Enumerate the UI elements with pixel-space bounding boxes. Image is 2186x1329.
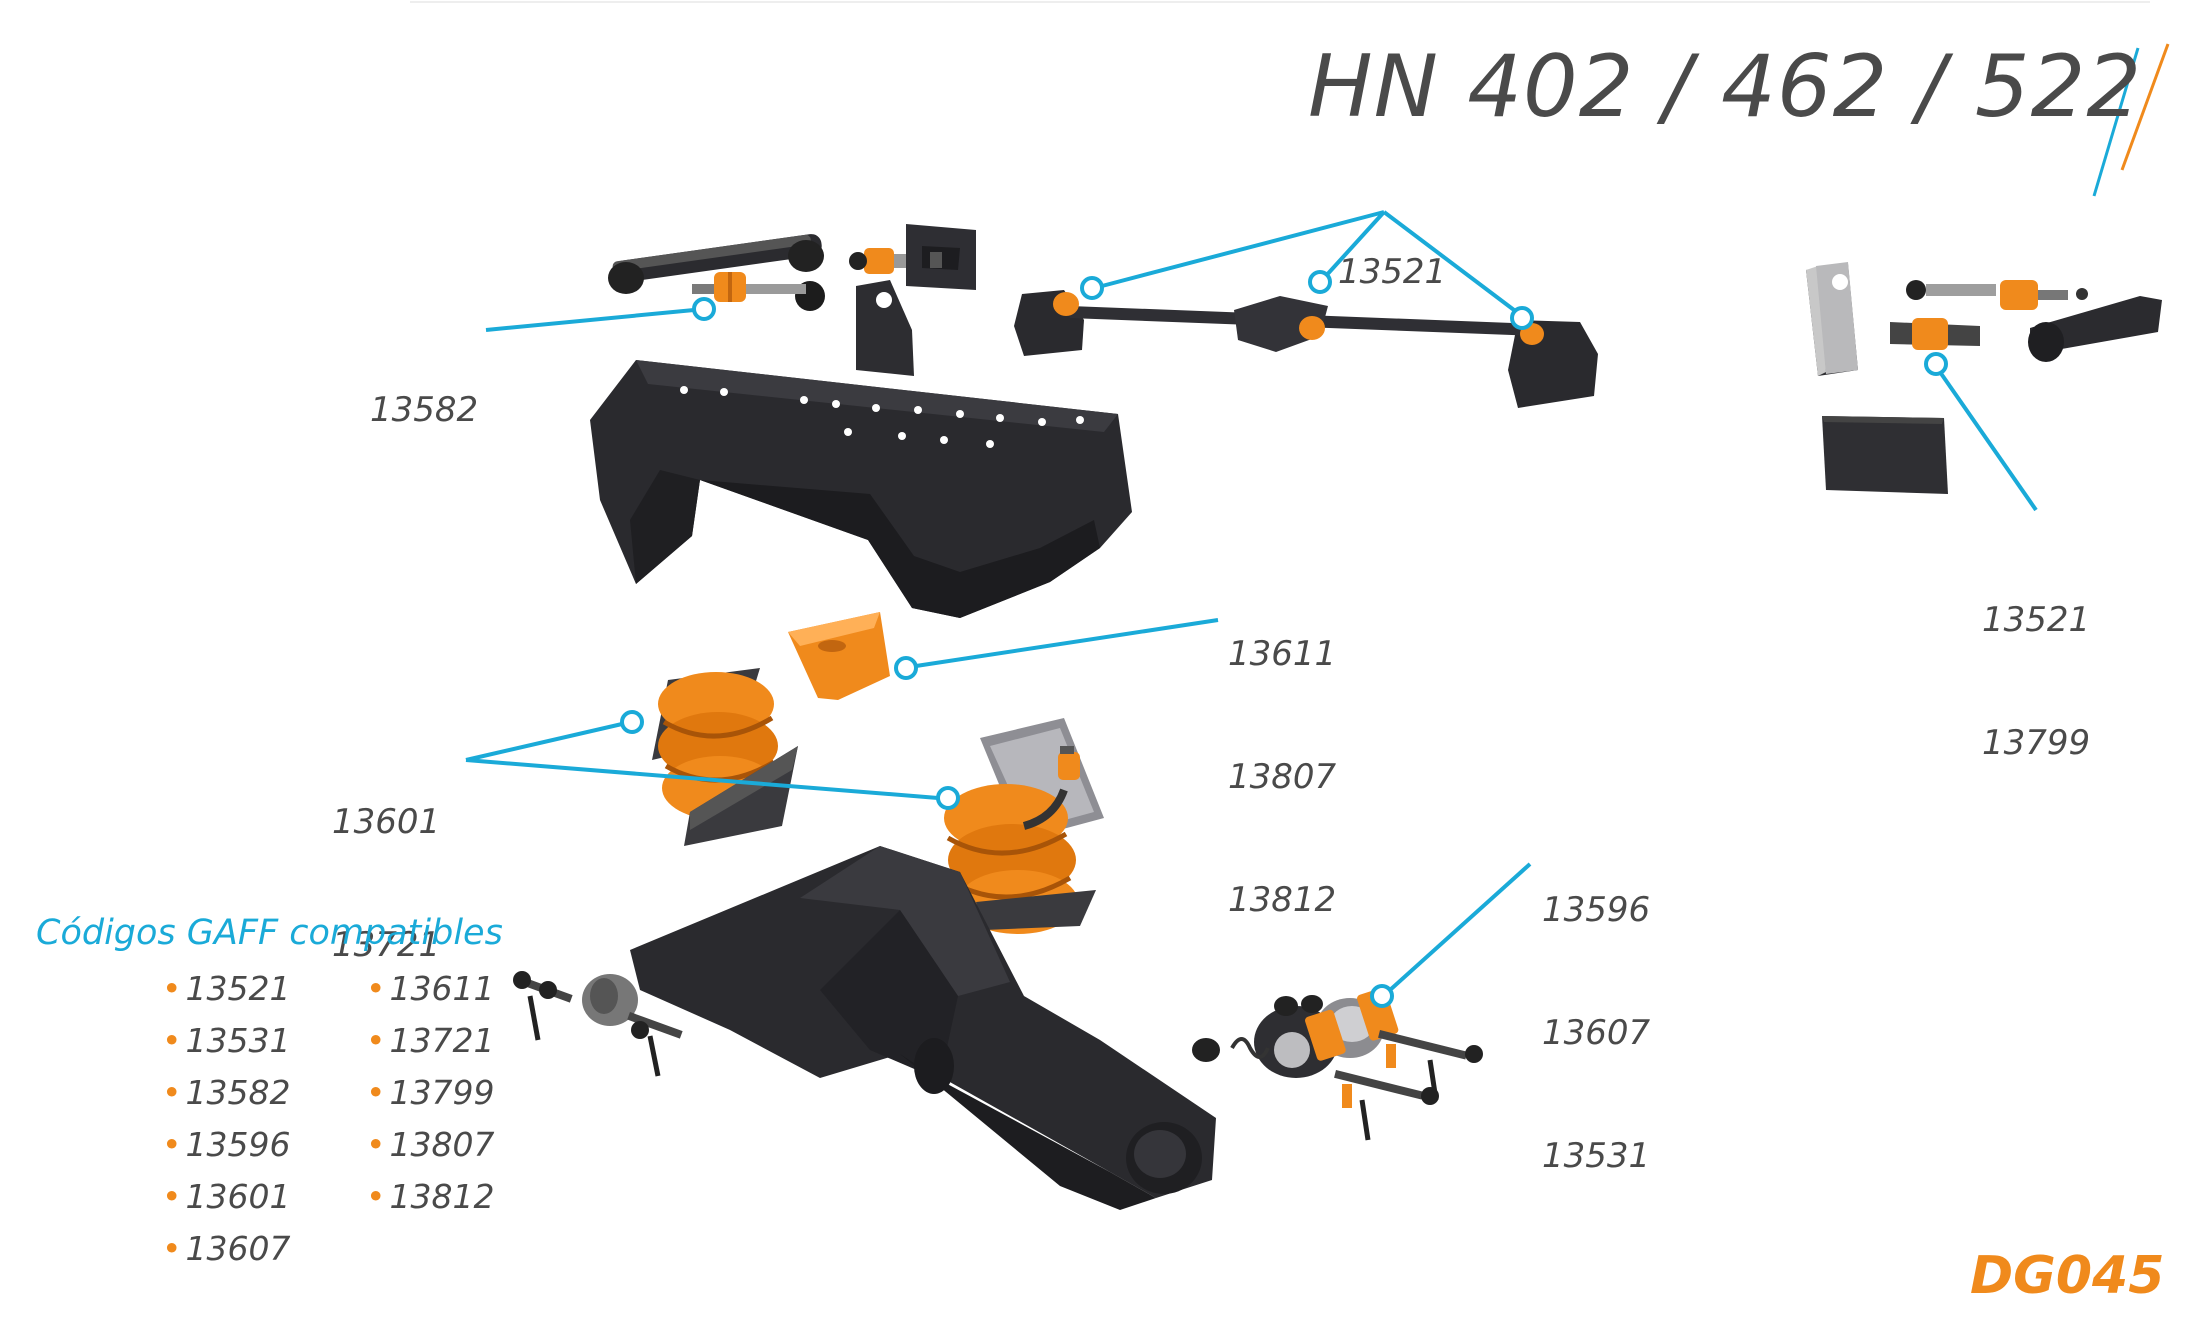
legend-code: •13611 — [366, 972, 494, 1005]
bullet-dot: • — [366, 1177, 386, 1216]
bullet-dot: • — [162, 1177, 182, 1216]
legend-code-value: 13521 — [185, 969, 291, 1008]
legend-code-value: 13812 — [389, 1177, 495, 1216]
legend-code-value: 13611 — [389, 969, 495, 1008]
legend-code-value: 13807 — [389, 1125, 495, 1164]
callout-line: 13807 — [1228, 757, 1337, 797]
legend-code-value: 13721 — [389, 1021, 495, 1060]
callout-line: 13596 — [1542, 890, 1651, 930]
air-spring-left — [652, 668, 798, 846]
callout-line: 13799 — [1982, 723, 2091, 763]
accent-slash-blue — [2092, 47, 2140, 197]
legend-code: •13812 — [366, 1180, 494, 1213]
bullet-dot: • — [162, 1229, 182, 1268]
stabiliser-bar — [1014, 290, 1598, 408]
small-bushing-top — [849, 248, 910, 274]
bullet-dot: • — [366, 1073, 386, 1112]
callout-13611-13807-13812: 13611 13807 13812 — [1228, 552, 1336, 1003]
callout-13521-13799: 13521 13799 — [1982, 518, 2090, 846]
callout-line: 13607 — [1542, 1013, 1651, 1053]
bullet-dot: • — [162, 969, 182, 1008]
legend-code: •13521 — [162, 972, 290, 1005]
document-code: DG045 — [1970, 1246, 2165, 1306]
legend-code: •13596 — [162, 1128, 290, 1161]
bullet-dot: • — [162, 1073, 182, 1112]
bullet-dot: • — [162, 1021, 182, 1060]
legend-code-value: 13799 — [389, 1073, 495, 1112]
callout-line: 13721 — [332, 925, 441, 965]
legend-code: •13607 — [162, 1232, 290, 1265]
upper-torque-rod — [608, 234, 825, 311]
air-spring-right — [944, 718, 1104, 934]
legend-title: Códigos GAFF compatibles — [36, 913, 503, 953]
callout-line: 13601 — [332, 802, 441, 842]
page-title: HN 402 / 462 / 522 — [1308, 37, 2143, 137]
legend-code: •13531 — [162, 1024, 290, 1057]
bushing-kit — [1192, 987, 1483, 1141]
legend-code-value: 13531 — [185, 1021, 291, 1060]
callout-13521-top: 13521 — [1338, 170, 1446, 375]
bullet-dot: • — [366, 1021, 386, 1060]
callout-leaders — [465, 210, 2038, 1008]
callout-13601-13721: 13601 13721 — [332, 720, 440, 1048]
callout-line: 13521 — [1338, 252, 1447, 292]
legend-code: •13799 — [366, 1076, 494, 1109]
legend-code-value: 13607 — [185, 1229, 291, 1268]
legend-code-value: 13582 — [185, 1073, 291, 1112]
legend-code: •13721 — [366, 1024, 494, 1057]
trailing-arm — [513, 846, 1216, 1210]
callout-13596-13607-13531: 13596 13607 13531 — [1542, 808, 1650, 1259]
bullet-dot: • — [366, 1125, 386, 1164]
legend-code: •13601 — [162, 1180, 290, 1213]
right-mount-group — [1806, 262, 2162, 494]
bullet-dot: • — [162, 1125, 182, 1164]
legend-code-value: 13596 — [185, 1125, 291, 1164]
callout-line: 13582 — [370, 390, 479, 430]
bump-stop — [788, 612, 890, 700]
callout-line: 13521 — [1982, 600, 2091, 640]
callout-line: 13611 — [1228, 634, 1337, 674]
legend-code-value: 13601 — [185, 1177, 291, 1216]
mount-plate-top — [906, 224, 976, 290]
frame-crossmember — [590, 280, 1132, 618]
bullet-dot: • — [366, 969, 386, 1008]
callout-line: 13812 — [1228, 880, 1337, 920]
callout-line: 13531 — [1542, 1136, 1651, 1176]
legend-code: •13582 — [162, 1076, 290, 1109]
legend-code: •13807 — [366, 1128, 494, 1161]
callout-13582: 13582 — [370, 308, 478, 513]
accent-slash-orange — [2120, 43, 2170, 171]
